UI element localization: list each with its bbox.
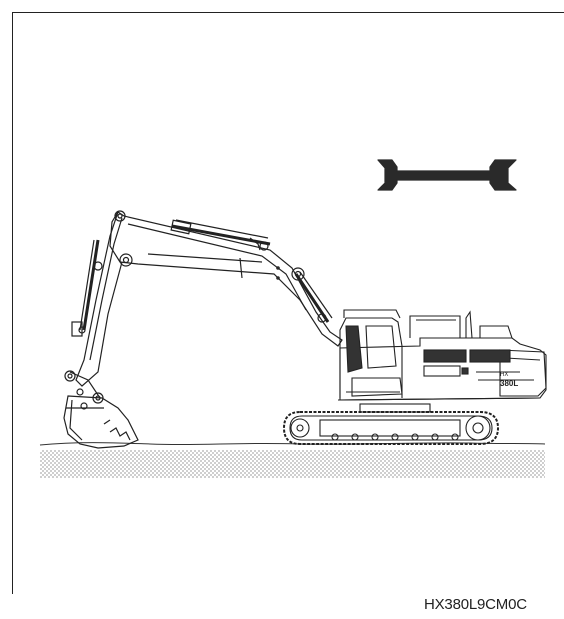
wrench-icon: [377, 159, 517, 191]
track-assembly: [282, 403, 500, 445]
boom: [109, 211, 343, 347]
model-plate-line2: 380L: [500, 379, 518, 388]
ground: [39, 442, 546, 478]
frame-top-border: [12, 12, 564, 13]
ground-soil: [40, 450, 545, 478]
frame-left-border: [12, 12, 13, 594]
figure-code: HX380L9CM0C: [424, 596, 527, 613]
bucket: [63, 395, 139, 449]
upper-structure: [337, 309, 547, 401]
model-plate-line1: HX: [500, 372, 508, 378]
arm: [64, 210, 126, 404]
